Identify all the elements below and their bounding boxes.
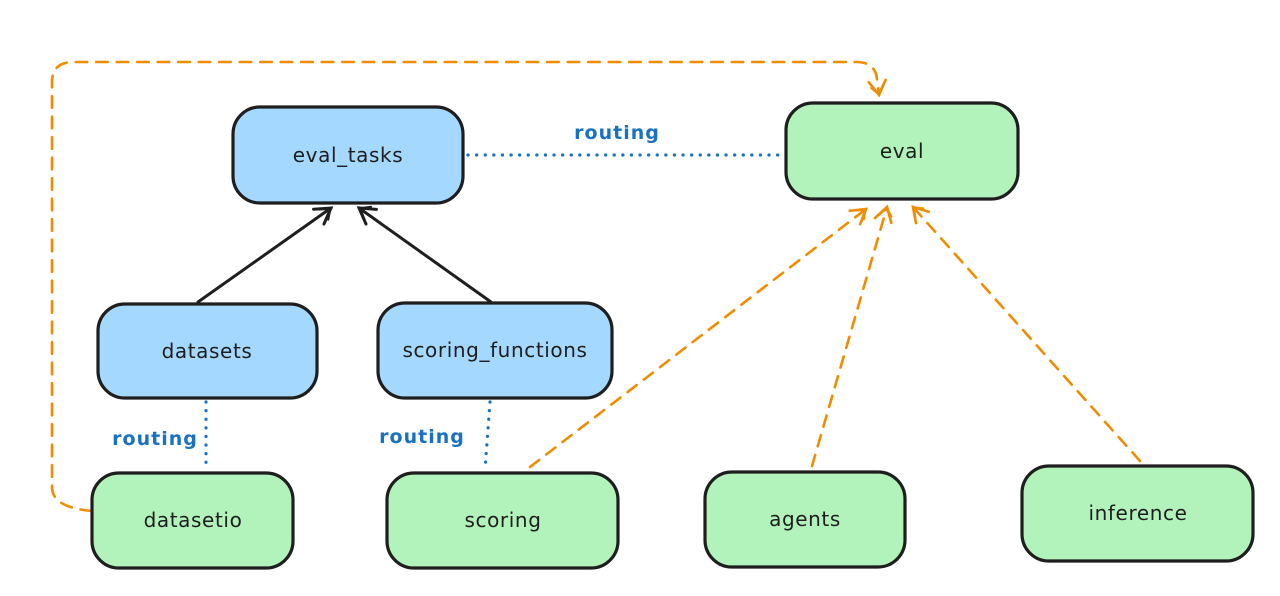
edge-datasetio-to-eval-dashed	[50, 60, 887, 513]
node-agents-box	[703, 470, 907, 569]
node-datasets-label: datasets	[162, 339, 253, 363]
routing-label-scoring-functions-scoring: routing	[379, 426, 465, 448]
node-scoring: scoring	[385, 471, 620, 570]
node-scoring-functions: scoring_functions	[376, 301, 614, 400]
node-scoring-box	[385, 471, 620, 570]
node-scoring-functions-label: scoring_functions	[402, 338, 587, 362]
edge-scoring-functions-to-eval-tasks-arrow	[356, 205, 493, 304]
node-agents: agents	[703, 470, 907, 569]
edge-datasets-to-eval-tasks-arrow	[196, 206, 334, 304]
node-inference-box	[1020, 464, 1255, 563]
node-eval-tasks: eval_tasks	[231, 105, 465, 205]
node-datasetio-label: datasetio	[144, 508, 243, 532]
node-datasets-box	[96, 302, 319, 400]
node-datasets: datasets	[96, 302, 319, 400]
edge-agents-to-eval-dashed	[810, 204, 893, 468]
node-agents-label: agents	[769, 507, 841, 531]
node-eval-label: eval	[880, 139, 924, 163]
node-eval-tasks-label: eval_tasks	[293, 143, 403, 167]
edge-inference-to-eval-dashed	[911, 205, 1142, 463]
node-scoring-functions-box	[376, 301, 614, 400]
node-eval-box	[784, 101, 1020, 201]
node-eval-tasks-box	[231, 105, 465, 205]
edge-scoring-functions-to-scoring-dotted	[483, 400, 492, 472]
node-inference: inference	[1020, 464, 1255, 563]
node-inference-label: inference	[1088, 501, 1187, 525]
node-scoring-label: scoring	[464, 508, 541, 532]
node-datasetio: datasetio	[90, 471, 295, 570]
node-datasetio-box	[90, 471, 295, 570]
routing-label-eval-tasks-eval: routing	[574, 122, 660, 144]
routing-label-datasets-datasetio: routing	[112, 428, 198, 450]
edge-scoring-to-eval-dashed	[528, 207, 868, 469]
node-eval: eval	[784, 101, 1020, 201]
